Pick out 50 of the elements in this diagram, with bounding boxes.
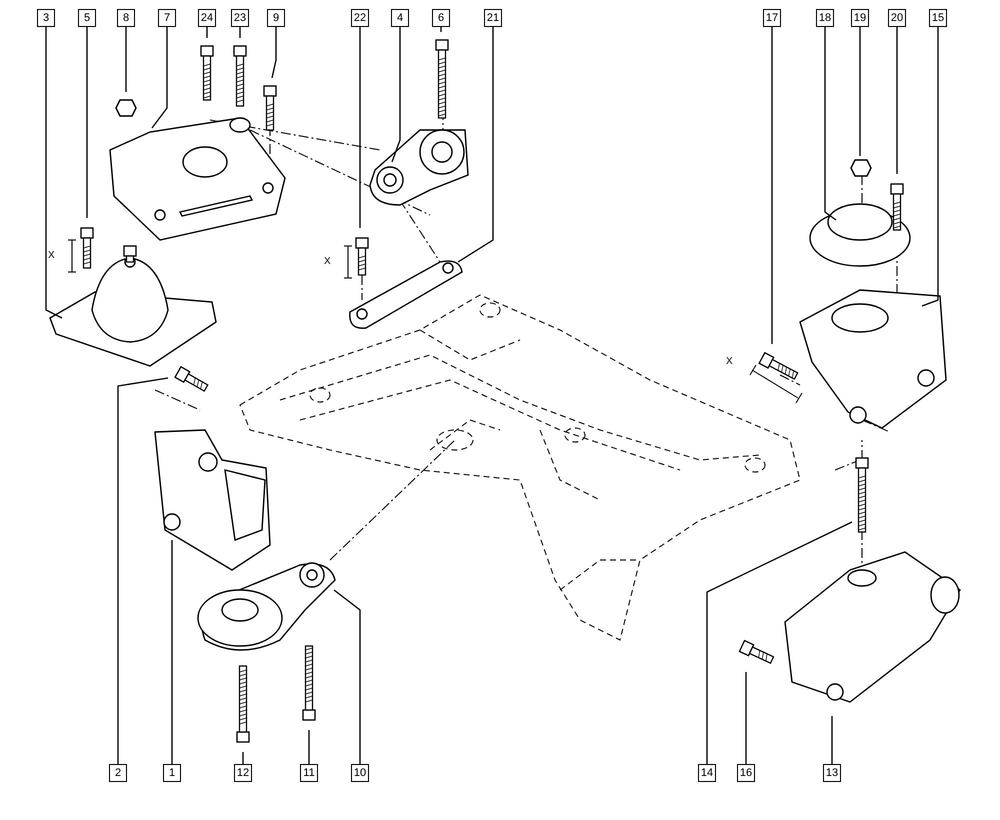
leader-line xyxy=(86,27,88,218)
callout-number: 22 xyxy=(351,9,369,27)
callout-number: 21 xyxy=(484,9,502,27)
callout-number: 3 xyxy=(37,9,55,27)
dimension-label: X xyxy=(324,257,331,267)
callout-number: 23 xyxy=(231,9,249,27)
callout-number: 9 xyxy=(267,9,285,27)
dimension-label: X xyxy=(726,357,733,367)
callout-number: 20 xyxy=(888,9,906,27)
leader-line xyxy=(824,27,836,221)
callout-number: 24 xyxy=(198,9,216,27)
callout-number: 5 xyxy=(78,9,96,27)
callout-number: 1 xyxy=(163,764,181,782)
callout-number: 15 xyxy=(929,9,947,27)
leader-line xyxy=(831,716,833,764)
callout-number: 11 xyxy=(300,764,318,782)
leader-line xyxy=(334,589,361,764)
callout-number: 8 xyxy=(117,9,135,27)
leader-line xyxy=(171,540,173,764)
leader-line xyxy=(206,27,208,38)
callout-number: 4 xyxy=(391,9,409,27)
callout-number: 17 xyxy=(763,9,781,27)
leader-line xyxy=(771,27,773,344)
dimension-label: X xyxy=(48,251,55,261)
callout-number: 13 xyxy=(823,764,841,782)
callout-number: 18 xyxy=(816,9,834,27)
callout-number: 2 xyxy=(109,764,127,782)
callout-number: 6 xyxy=(432,9,450,27)
leader-line xyxy=(391,27,401,162)
leader-line xyxy=(125,27,127,92)
callout-number: 14 xyxy=(698,764,716,782)
callout-number: 7 xyxy=(158,9,176,27)
leader-line xyxy=(151,27,168,128)
leader-line xyxy=(239,27,241,38)
leader-line xyxy=(896,27,898,174)
leader-line xyxy=(117,377,168,764)
leader-line xyxy=(706,521,852,764)
leader-line xyxy=(45,27,62,319)
callout-number: 10 xyxy=(351,764,369,782)
leader-line xyxy=(922,27,939,307)
callout-number: 16 xyxy=(737,764,755,782)
leader-line xyxy=(308,730,310,764)
callout-number: 12 xyxy=(234,764,252,782)
leader-line xyxy=(458,27,494,263)
callout-number: 19 xyxy=(851,9,869,27)
leader-line xyxy=(859,27,861,156)
leader-line xyxy=(271,27,277,78)
leader-line xyxy=(359,27,361,228)
leader-line xyxy=(745,672,747,764)
leader-line xyxy=(242,752,244,764)
